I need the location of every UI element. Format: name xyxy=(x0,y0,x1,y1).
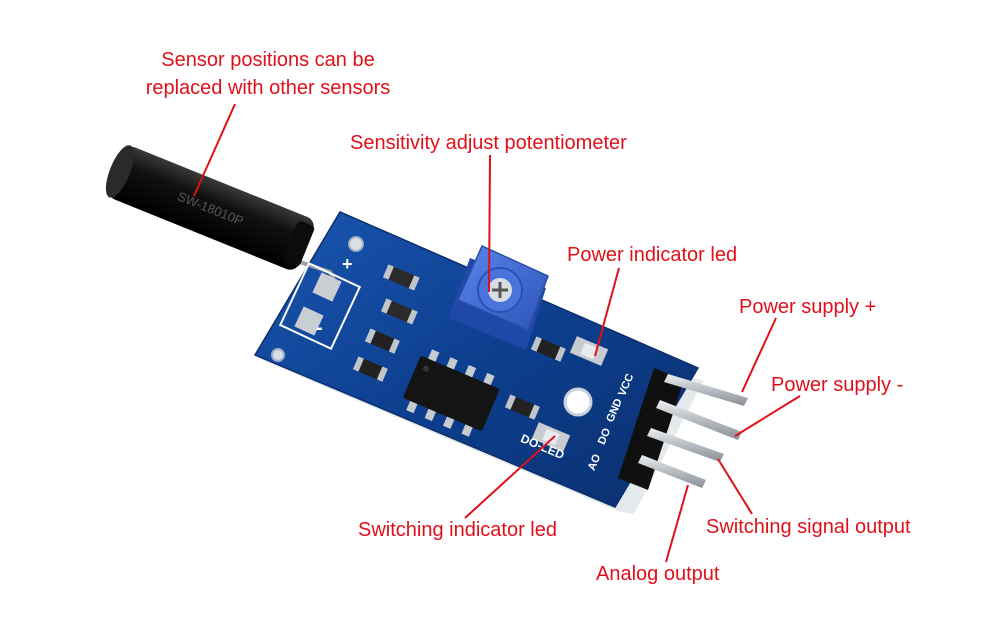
pin-gnd xyxy=(656,400,742,440)
leader-switch-led xyxy=(464,435,556,519)
callout-sensor-line-1: Sensor positions can be xyxy=(161,49,375,71)
callout-vcc: Power supply + xyxy=(739,296,877,318)
callout-do: Switching signal output xyxy=(706,516,911,538)
callout-gnd: Power supply - xyxy=(771,374,904,396)
potentiometer xyxy=(448,245,549,350)
ic-chip xyxy=(403,349,499,437)
sensor-leads xyxy=(278,260,362,350)
leader-lines xyxy=(193,103,801,563)
leader-sensor xyxy=(193,103,236,197)
pin-ao xyxy=(638,455,706,488)
callout-power-led: Power indicator led xyxy=(567,244,738,266)
leader-gnd xyxy=(734,395,801,437)
mounting-hole xyxy=(348,236,364,252)
callout-potentiometer: Sensitivity adjust potentiometer xyxy=(350,132,627,154)
sensor-pad xyxy=(312,272,342,302)
power-led xyxy=(569,336,609,366)
sensor-pad xyxy=(294,306,324,336)
pin-do xyxy=(647,428,724,462)
leader-ao xyxy=(665,484,689,563)
pcb-board xyxy=(253,211,704,514)
switching-led xyxy=(531,422,571,452)
leader-power-led xyxy=(594,267,620,357)
mounting-hole xyxy=(271,348,285,362)
leader-vcc xyxy=(741,317,777,393)
leader-potentiometer xyxy=(488,154,491,293)
sensor-tube: SW-18010P xyxy=(105,145,315,270)
callout-sensor: Sensor positions can be replaced with ot… xyxy=(123,48,413,100)
pin-vcc xyxy=(664,374,748,406)
silk-minus: - xyxy=(316,317,323,339)
header-pins xyxy=(618,368,748,490)
callout-ao: Analog output xyxy=(596,563,720,585)
pcb-top xyxy=(253,211,700,508)
callout-sensor-line-2: replaced with other sensors xyxy=(145,77,391,99)
leader-do xyxy=(717,458,753,515)
smd-components xyxy=(352,264,566,420)
silk-plus: + xyxy=(342,254,353,274)
mounting-hole xyxy=(563,387,593,417)
callout-switch-led: Switching indicator led xyxy=(358,519,557,541)
cross-slot-icon xyxy=(492,282,508,298)
